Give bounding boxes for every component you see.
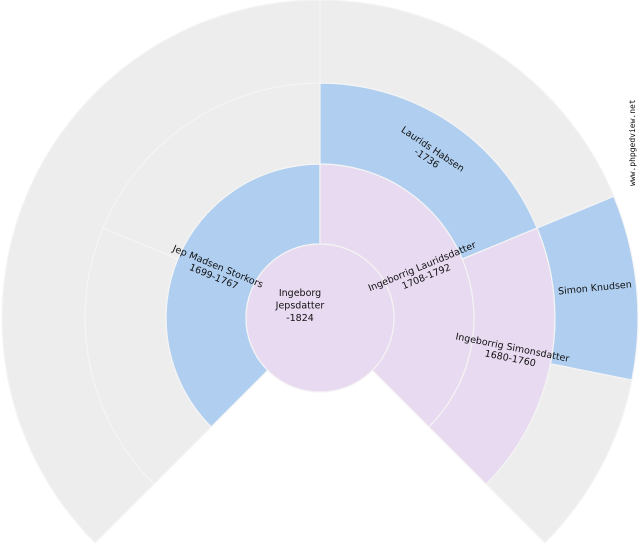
watermark[interactable]: www.phpgedview.net <box>628 99 637 186</box>
empty-segment <box>1 0 321 544</box>
root-circle[interactable] <box>245 243 395 393</box>
empty-segment <box>485 363 633 544</box>
root-name: Ingeborg <box>279 288 321 299</box>
root-dates: -1824 <box>286 313 314 324</box>
root-name: Jepsdatter <box>275 301 325 312</box>
